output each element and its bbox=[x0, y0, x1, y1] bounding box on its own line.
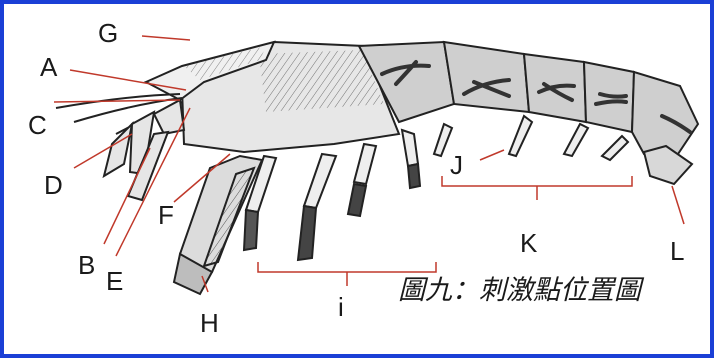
label-l: L bbox=[670, 238, 684, 264]
label-e: E bbox=[106, 268, 123, 294]
label-h: H bbox=[200, 310, 219, 336]
mouthparts bbox=[104, 100, 184, 200]
label-b: B bbox=[78, 252, 95, 278]
label-d: D bbox=[44, 172, 63, 198]
label-g: G bbox=[98, 20, 118, 46]
figure-caption: 圖九：刺激點位置圖 bbox=[398, 268, 641, 307]
label-f: F bbox=[158, 202, 174, 228]
label-c: C bbox=[28, 112, 47, 138]
label-i: i bbox=[338, 294, 344, 320]
label-a: A bbox=[40, 54, 57, 80]
label-k: K bbox=[520, 230, 537, 256]
tail-fan bbox=[644, 146, 692, 184]
shrimp-drawing bbox=[4, 4, 714, 362]
label-j: J bbox=[450, 152, 463, 178]
